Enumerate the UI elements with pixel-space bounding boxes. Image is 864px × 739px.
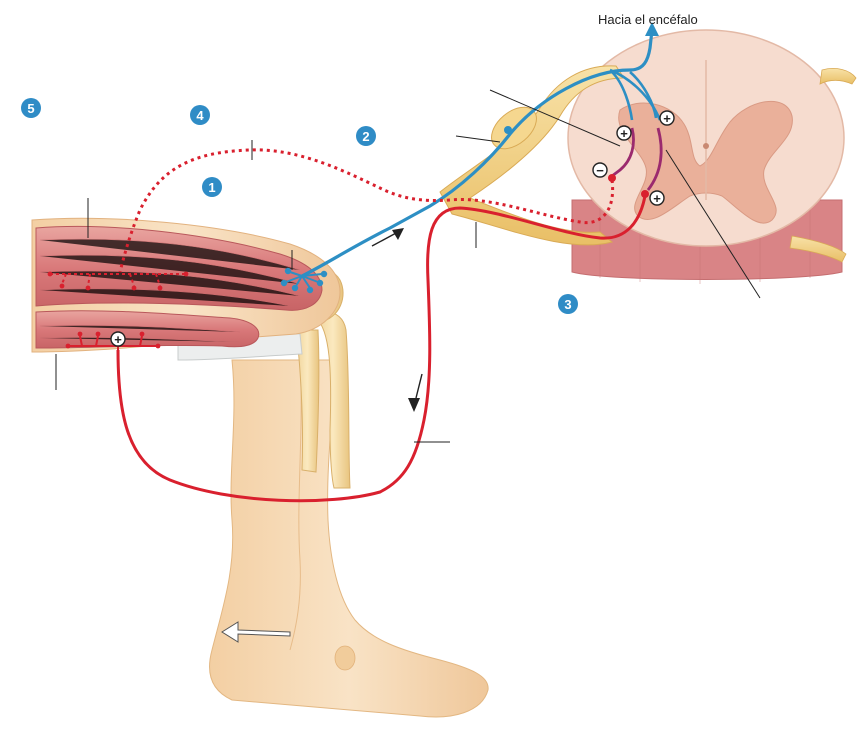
- step-badge-3: 3: [558, 294, 578, 314]
- interneuron-inhibitory: [611, 127, 635, 178]
- spinal-cord: [567, 29, 845, 284]
- sensory-arrowhead: [392, 228, 404, 240]
- svg-text:3: 3: [564, 297, 571, 312]
- interneuron-excitatory: [646, 127, 663, 191]
- svg-text:4: 4: [196, 108, 204, 123]
- quadriceps-end-plates: [68, 335, 158, 356]
- motor-neuron-hamstring: [118, 148, 615, 273]
- svg-text:+: +: [653, 191, 661, 206]
- thigh: [31, 217, 341, 353]
- motor-arrowhead: [408, 398, 420, 412]
- to-brain-label: Hacia el encéfalo: [598, 12, 698, 27]
- leader-lines: [55, 89, 761, 443]
- sensory-branch-ascending: [609, 68, 662, 121]
- synapse-sign-excitatory-3: +: [649, 190, 665, 206]
- hamstring-end-plate-dots: [47, 271, 189, 291]
- svg-text:−: −: [596, 163, 604, 178]
- synapse-sign-excitatory-muscle: +: [110, 331, 126, 347]
- step-badge-1: 1: [202, 177, 222, 197]
- lower-leg: [209, 359, 489, 718]
- svg-text:5: 5: [27, 101, 34, 116]
- svg-text:+: +: [620, 126, 628, 141]
- sensory-branch-interneuron: [611, 71, 634, 121]
- svg-text:2: 2: [362, 129, 369, 144]
- sensory-cell-body: [504, 126, 512, 134]
- spinal-nerve: [439, 65, 625, 246]
- svg-text:+: +: [114, 332, 122, 347]
- svg-text:1: 1: [208, 180, 215, 195]
- synapse-sign-inhibitory: −: [592, 162, 608, 178]
- sensory-neuron-path: [301, 29, 654, 278]
- step-badge-5: 5: [21, 98, 41, 118]
- step-badge-2: 2: [356, 126, 376, 146]
- motor-neuron-quadriceps: [116, 195, 647, 503]
- kick-arrow: [221, 621, 291, 643]
- synapse-sign-excitatory-1: +: [616, 125, 632, 141]
- tibia-bone: [295, 311, 351, 489]
- hamstring-end-plates: [50, 273, 186, 287]
- svg-text:+: +: [663, 111, 671, 126]
- muscle-spindle-receptor: [280, 267, 328, 294]
- sensory-branch-motor: [629, 71, 658, 119]
- to-brain-arrowhead: [645, 22, 659, 36]
- right-nerve-upper: [819, 68, 857, 85]
- step-badge-4: 4: [190, 105, 210, 125]
- quadriceps-end-plate-dots: [65, 331, 161, 349]
- synapse-sign-excitatory-2: +: [659, 110, 675, 126]
- right-nerve-lower: [789, 235, 847, 263]
